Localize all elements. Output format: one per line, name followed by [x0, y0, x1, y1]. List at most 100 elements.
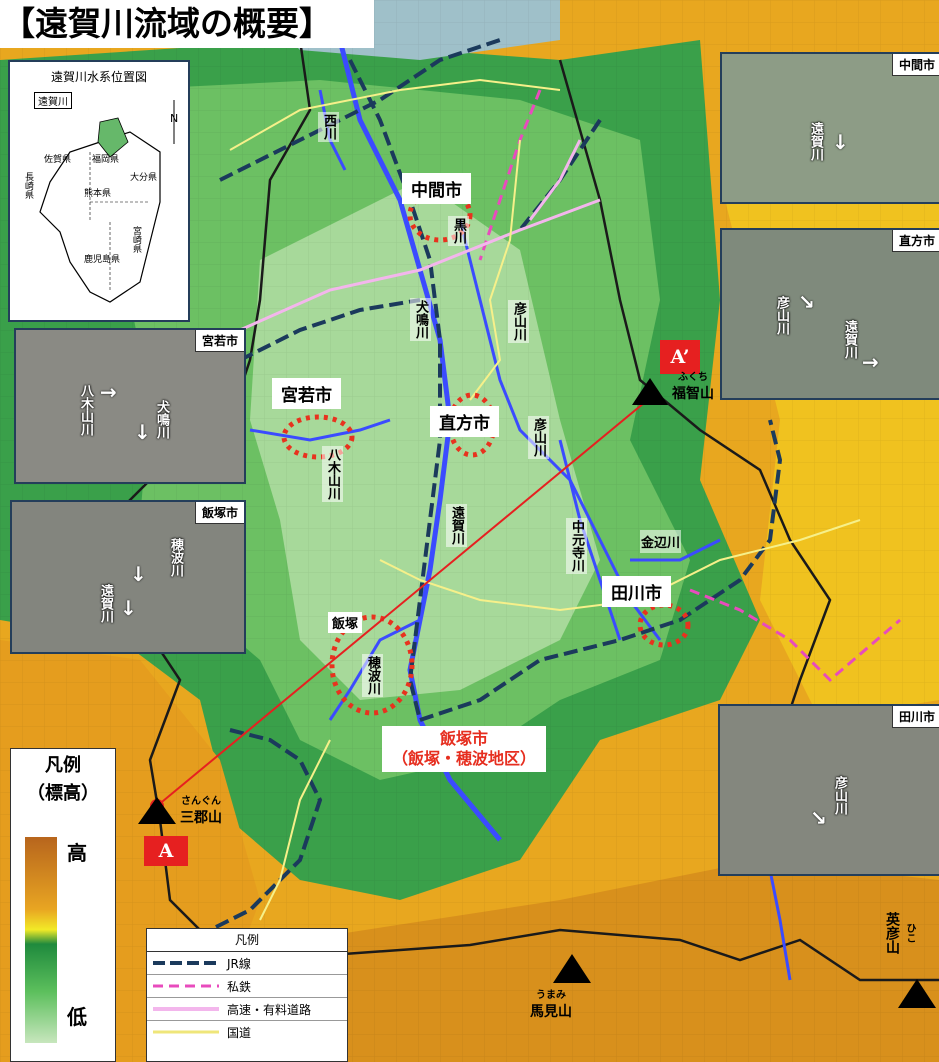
- label-iizuka-name: 飯塚市: [440, 729, 489, 748]
- mountain-hiko-name: 英彦山: [884, 912, 900, 954]
- river-label-hikosan: 彦山川: [528, 416, 549, 459]
- elevation-gradient-bar: [25, 837, 57, 1043]
- mountain-hiko-reading: ひこ: [904, 923, 915, 943]
- legend-row-jr: JR線: [147, 952, 347, 975]
- sangun-mountain-triangle: [138, 797, 176, 824]
- fukuchi-mountain-triangle: [632, 378, 668, 405]
- label-nogata-city: 直方市: [430, 406, 499, 437]
- pref-fukuoka: 福岡県: [92, 155, 120, 165]
- river-label-yagiyama: 八木山川: [322, 446, 343, 502]
- jr-line-north: [219, 38, 501, 182]
- photo-miyawaka-river1: 八木山川: [78, 384, 93, 436]
- photo-miyawaka-arrow2: ↓: [134, 420, 151, 444]
- elevation-low-label: 低: [67, 1005, 87, 1029]
- pref-nagasaki: 長崎県: [23, 172, 33, 199]
- label-miyawaka-city: 宮若市: [272, 378, 341, 409]
- point-a-label: A: [144, 836, 188, 866]
- page-title: 【遠賀川流域の概要】: [0, 0, 374, 48]
- photo-tagawa-arrow: ↘: [810, 806, 827, 830]
- inset-title: 遠賀川水系位置図: [50, 70, 147, 84]
- river-label-nishi: 西川: [318, 112, 339, 142]
- basin-boundary-west: [108, 39, 939, 982]
- photo-nakama-tag: 中間市: [891, 54, 939, 76]
- river-label-inunaki: 犬鳴川: [410, 298, 431, 341]
- mountain-sangun-reading: さんぐん: [181, 796, 221, 807]
- mountain-hiko: ひこ 英彦山: [882, 912, 917, 954]
- pref-kumamoto: 熊本県: [84, 189, 112, 199]
- mountain-sangun-name: 三郡山: [180, 810, 222, 826]
- photo-miyawaka: 宮若市 八木山川 犬鳴川 → ↓: [14, 328, 246, 484]
- jr-line-southwest: [209, 728, 323, 932]
- photo-iizuka: 飯塚市 穂波川 遠賀川 ↓ ↓: [10, 500, 246, 654]
- elevation-legend: 凡例 （標高） 高 低: [10, 748, 116, 1062]
- jr-line-miyawaka: [239, 298, 421, 362]
- label-iizuka-small: 飯塚: [328, 612, 363, 633]
- photo-nakama-river: 遠賀川: [808, 122, 823, 161]
- photo-nogata-arrow1: ↘: [798, 290, 815, 314]
- pref-miyazaki: 宮崎県: [131, 226, 141, 253]
- label-iizuka-district: 飯塚市 （飯塚・穂波地区）: [382, 726, 547, 772]
- elevation-legend-title: 凡例: [45, 755, 81, 776]
- river-label-kaneshi: 黒川: [448, 216, 469, 246]
- photo-iizuka-river2: 遠賀川: [98, 584, 113, 623]
- label-nakama-city: 中間市: [402, 173, 471, 204]
- photo-tagawa-river: 彦山川: [832, 776, 847, 815]
- national-road-south: [259, 739, 331, 921]
- photo-iizuka-arrow2: ↓: [120, 596, 137, 620]
- photo-nogata-tag: 直方市: [891, 230, 939, 252]
- national-road-north: [229, 78, 561, 151]
- legend-national-road-swatch: [153, 1030, 219, 1034]
- kanabe-river: [630, 538, 721, 562]
- national-road-central: [469, 139, 521, 401]
- legend-private-rail-swatch: [153, 984, 219, 988]
- legend-row-national-road: 国道: [147, 1021, 347, 1043]
- photo-iizuka-tag: 飯塚市: [194, 502, 244, 524]
- legend-national-road-label: 国道: [227, 1026, 252, 1040]
- photo-iizuka-river1: 穂波川: [168, 538, 183, 577]
- photo-tagawa: 田川市 彦山川 ↘: [718, 704, 939, 876]
- yagiyama-river: [249, 418, 391, 442]
- private-rail-east: [689, 588, 901, 683]
- elevation-high-label: 高: [67, 841, 87, 865]
- photo-nakama: 中間市 遠賀川 ↓: [720, 52, 939, 204]
- mountain-fukuchi: ふくち 福智山: [672, 368, 714, 403]
- iizuka-city-circle: [329, 614, 415, 716]
- label-tagawa-city: 田川市: [602, 576, 671, 607]
- legend-row-private-rail: 私鉄: [147, 975, 347, 998]
- legend-expressway-swatch: [153, 1007, 219, 1011]
- point-a-prime-label: A’: [660, 340, 700, 374]
- pref-kagoshima: 鹿児島県: [84, 255, 121, 265]
- basin-boundary-east: [558, 59, 832, 741]
- expressway-northeast: [528, 139, 582, 221]
- jr-line-tagawa: [419, 419, 783, 722]
- nakamoto-river: [558, 439, 622, 641]
- mountain-sangun: さんぐん 三郡山: [180, 792, 222, 827]
- mountain-umami-reading: うまみ: [536, 990, 566, 1001]
- line-legend-title: 凡例: [147, 929, 347, 952]
- label-iizuka-subdistrict: （飯塚・穂波地区）: [392, 749, 537, 768]
- legend-jr-label: JR線: [227, 957, 251, 971]
- river-label-onga: 遠賀川: [446, 504, 467, 547]
- kyushu-outline: N: [39, 100, 178, 303]
- river-label-honami: 穂波川: [362, 654, 383, 697]
- jr-line-chikuho: [348, 59, 442, 721]
- photo-miyawaka-arrow1: →: [100, 380, 117, 404]
- legend-jr-swatch: [153, 961, 219, 965]
- mountain-fukuchi-name: 福智山: [672, 386, 714, 402]
- photo-iizuka-arrow1: ↓: [130, 562, 147, 586]
- photo-nakama-arrow: ↓: [832, 130, 849, 154]
- legend-expressway-label: 高速・有料道路: [227, 1003, 312, 1017]
- line-legend: 凡例 JR線 私鉄 高速・有料道路 国道: [146, 928, 348, 1062]
- cross-section-line: [156, 397, 651, 807]
- legend-row-expressway: 高速・有料道路: [147, 998, 347, 1021]
- photo-tagawa-tag: 田川市: [891, 706, 939, 728]
- pref-saga: 佐賀県: [44, 155, 72, 165]
- hiko-mountain-triangle: [898, 979, 936, 1008]
- mountain-fukuchi-reading: ふくち: [678, 372, 708, 383]
- elevation-legend-subtitle: （標高）: [27, 783, 99, 804]
- photo-nogata-river1: 彦山川: [774, 296, 789, 335]
- river-label-hikosan-north: 彦山川: [508, 300, 529, 343]
- miyawaka-city-circle: [281, 414, 355, 460]
- photo-miyawaka-tag: 宮若市: [194, 330, 244, 352]
